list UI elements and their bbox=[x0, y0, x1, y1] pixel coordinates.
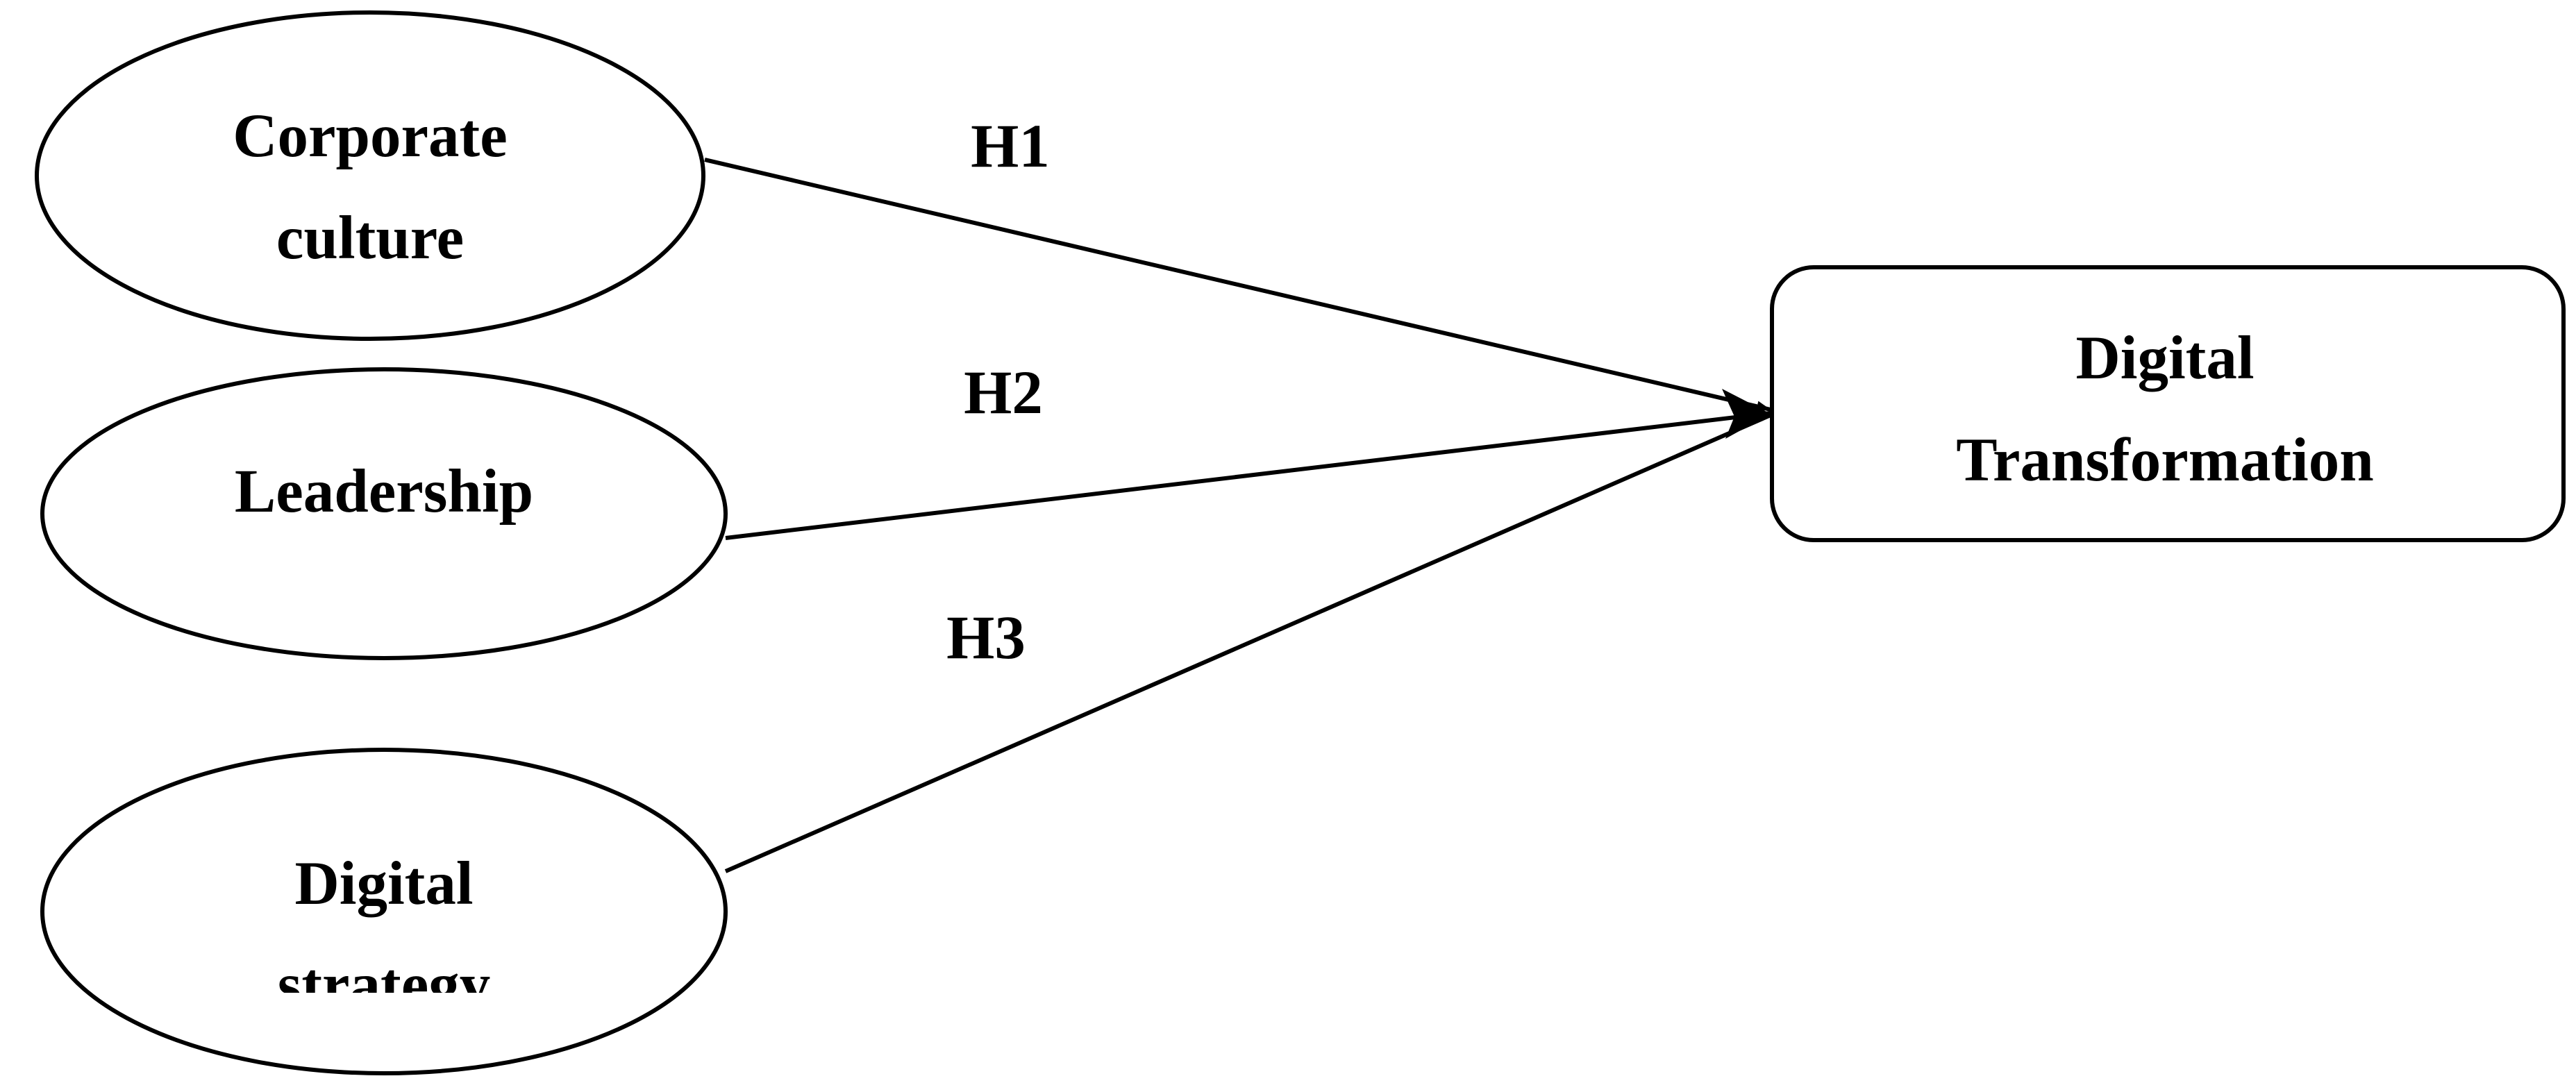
edge-h1-arrow bbox=[704, 158, 1771, 412]
node-digital-strategy-ellipse bbox=[40, 748, 728, 1075]
node-corporate-culture-label-line2: culture bbox=[276, 204, 464, 272]
edge-label-h3: H3 bbox=[946, 604, 1026, 672]
node-digital-transformation-box bbox=[1770, 265, 2566, 542]
node-digital-strategy-label-line2: strategy bbox=[278, 951, 490, 1019]
node-corporate-culture-label-line1: Corporate bbox=[233, 102, 507, 170]
node-leadership-label: Leadership bbox=[235, 457, 533, 526]
node-digital-transformation-label-line1: Digital bbox=[2075, 324, 2254, 392]
node-digital-transformation-label-line2: Transformation bbox=[1956, 426, 2374, 494]
node-leadership: Leadership bbox=[40, 367, 728, 660]
node-corporate-culture: Corporate culture bbox=[35, 10, 705, 341]
edge-label-h2: H2 bbox=[964, 359, 1043, 427]
node-corporate-culture-ellipse bbox=[35, 10, 705, 341]
node-digital-strategy: Digital strategy bbox=[40, 748, 728, 1075]
edge-label-h1: H1 bbox=[971, 112, 1050, 180]
arrowhead-icon bbox=[1722, 389, 1771, 439]
node-digital-strategy-label-line1: Digital bbox=[294, 850, 473, 918]
node-digital-transformation: Digital Transformation bbox=[1770, 265, 2566, 542]
node-leadership-ellipse bbox=[40, 367, 728, 660]
edge-h2-arrow bbox=[725, 411, 1771, 540]
edge-h3-arrow bbox=[724, 413, 1772, 873]
